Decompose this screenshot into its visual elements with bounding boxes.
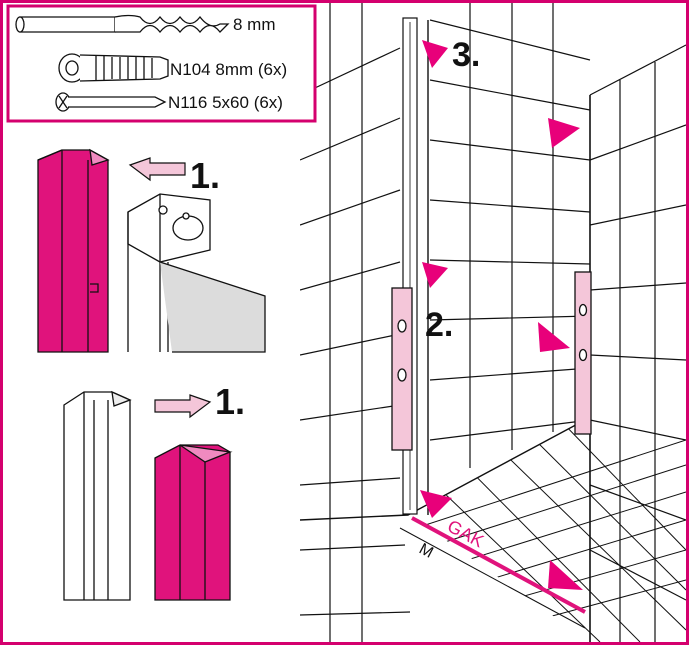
arrow-top-profile (422, 40, 448, 68)
step-label-1-bottom: 1. (215, 381, 245, 422)
shower-corner-scene (300, 3, 686, 642)
arrow-bottom-profile (420, 490, 452, 518)
step1-arrow-bottom (154, 394, 212, 419)
step-label-3: 3. (452, 36, 480, 74)
step1-arrow-top (128, 157, 186, 182)
gak-line (411, 516, 586, 614)
wall-plug-icon (58, 53, 169, 83)
step-label-2: 2. (425, 306, 453, 344)
drill-bit-icon (15, 14, 230, 34)
screw-icon (55, 92, 167, 112)
arrow-level-right (538, 322, 570, 352)
right-wall-tiles (589, 44, 686, 642)
left-wall-tiles (300, 3, 411, 642)
parts-item-label-2: N116 5x60 (6x) (168, 93, 283, 112)
door-clamp (127, 193, 266, 353)
parts-item-label-0: 8 mm (233, 15, 276, 34)
arrow-floor-right (548, 560, 583, 590)
m-dimension-line (399, 527, 586, 629)
magenta-profile-top (37, 148, 110, 353)
marker-arrows (420, 40, 583, 590)
back-wall-tiles (429, 3, 591, 468)
arrow-back-wall-top (548, 118, 580, 148)
arrow-mid-profile (422, 262, 448, 288)
parts-box: 8 mm N104 8mm (6x) N116 5x60 (6x) (6, 4, 317, 123)
m-label: M (416, 541, 436, 562)
parts-item-label-1: N104 8mm (6x) (170, 60, 287, 79)
spirit-level-left (391, 287, 413, 451)
spirit-level-right (574, 271, 592, 435)
step-label-1-top: 1. (190, 155, 220, 196)
magenta-cap-piece (154, 444, 233, 601)
white-profile-bottom (63, 390, 132, 601)
